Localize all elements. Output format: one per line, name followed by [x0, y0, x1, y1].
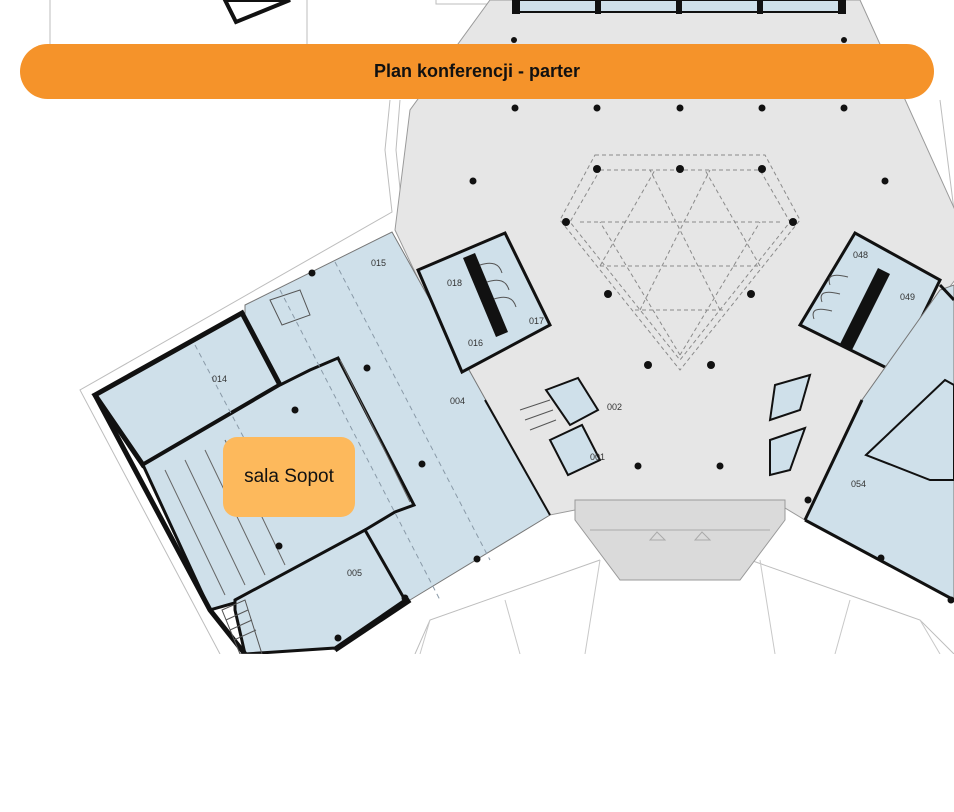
page-title: Plan konferencji - parter — [373, 61, 581, 81]
room-number: 004 — [450, 396, 465, 406]
room-001 — [548, 423, 602, 477]
header-banner: Plan konferencji - parter — [20, 44, 934, 99]
room-number: 015 — [371, 258, 386, 268]
room-number: 016 — [468, 338, 483, 348]
room-number: 018 — [447, 278, 462, 288]
room-number: 054 — [851, 479, 866, 489]
room-number: 001 — [590, 452, 605, 462]
sala-sopot-label-text: sala Sopot — [244, 466, 334, 487]
room-number: 002 — [607, 402, 622, 412]
room-number: 005 — [347, 568, 362, 578]
room-number: 049 — [900, 292, 915, 302]
floor-plan: 015 018 017 016 014 004 002 001 005 048 … — [49, 0, 954, 654]
room-002 — [544, 376, 600, 427]
room-number: 017 — [529, 316, 544, 326]
room-number: 048 — [853, 250, 868, 260]
room-number: 014 — [212, 374, 227, 384]
sala-sopot-label[interactable]: sala Sopot — [223, 437, 355, 517]
